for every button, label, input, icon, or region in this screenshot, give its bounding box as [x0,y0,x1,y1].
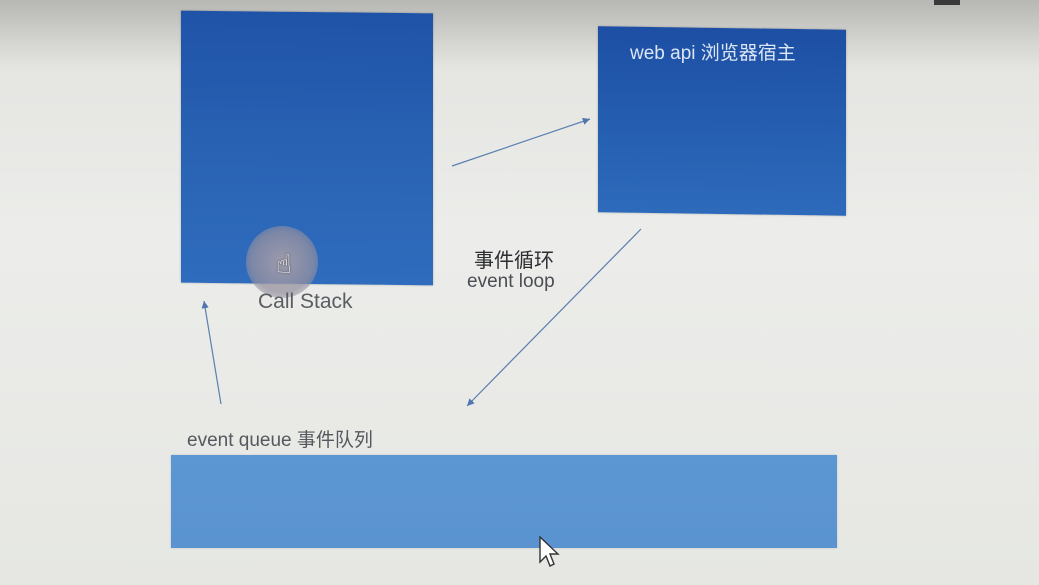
photo-shade [0,0,1039,70]
event-loop-label-cn: 事件循环 [474,248,554,272]
event-queue-box [171,455,837,548]
event-loop-label-en: event loop [467,271,555,292]
hand-pointer-cursor-icon: ☝ [276,250,292,280]
web-api-title: web api 浏览器宿主 [630,43,796,64]
corner-mark [934,0,960,5]
call-stack-label: Call Stack [258,290,353,313]
arrow-stack-to-webapi [451,117,591,167]
event-queue-label: event queue 事件队列 [187,430,373,451]
cursor-halo [246,226,318,298]
arrow-queue-to-stack [201,300,222,405]
arrow-cursor-icon [539,536,560,567]
